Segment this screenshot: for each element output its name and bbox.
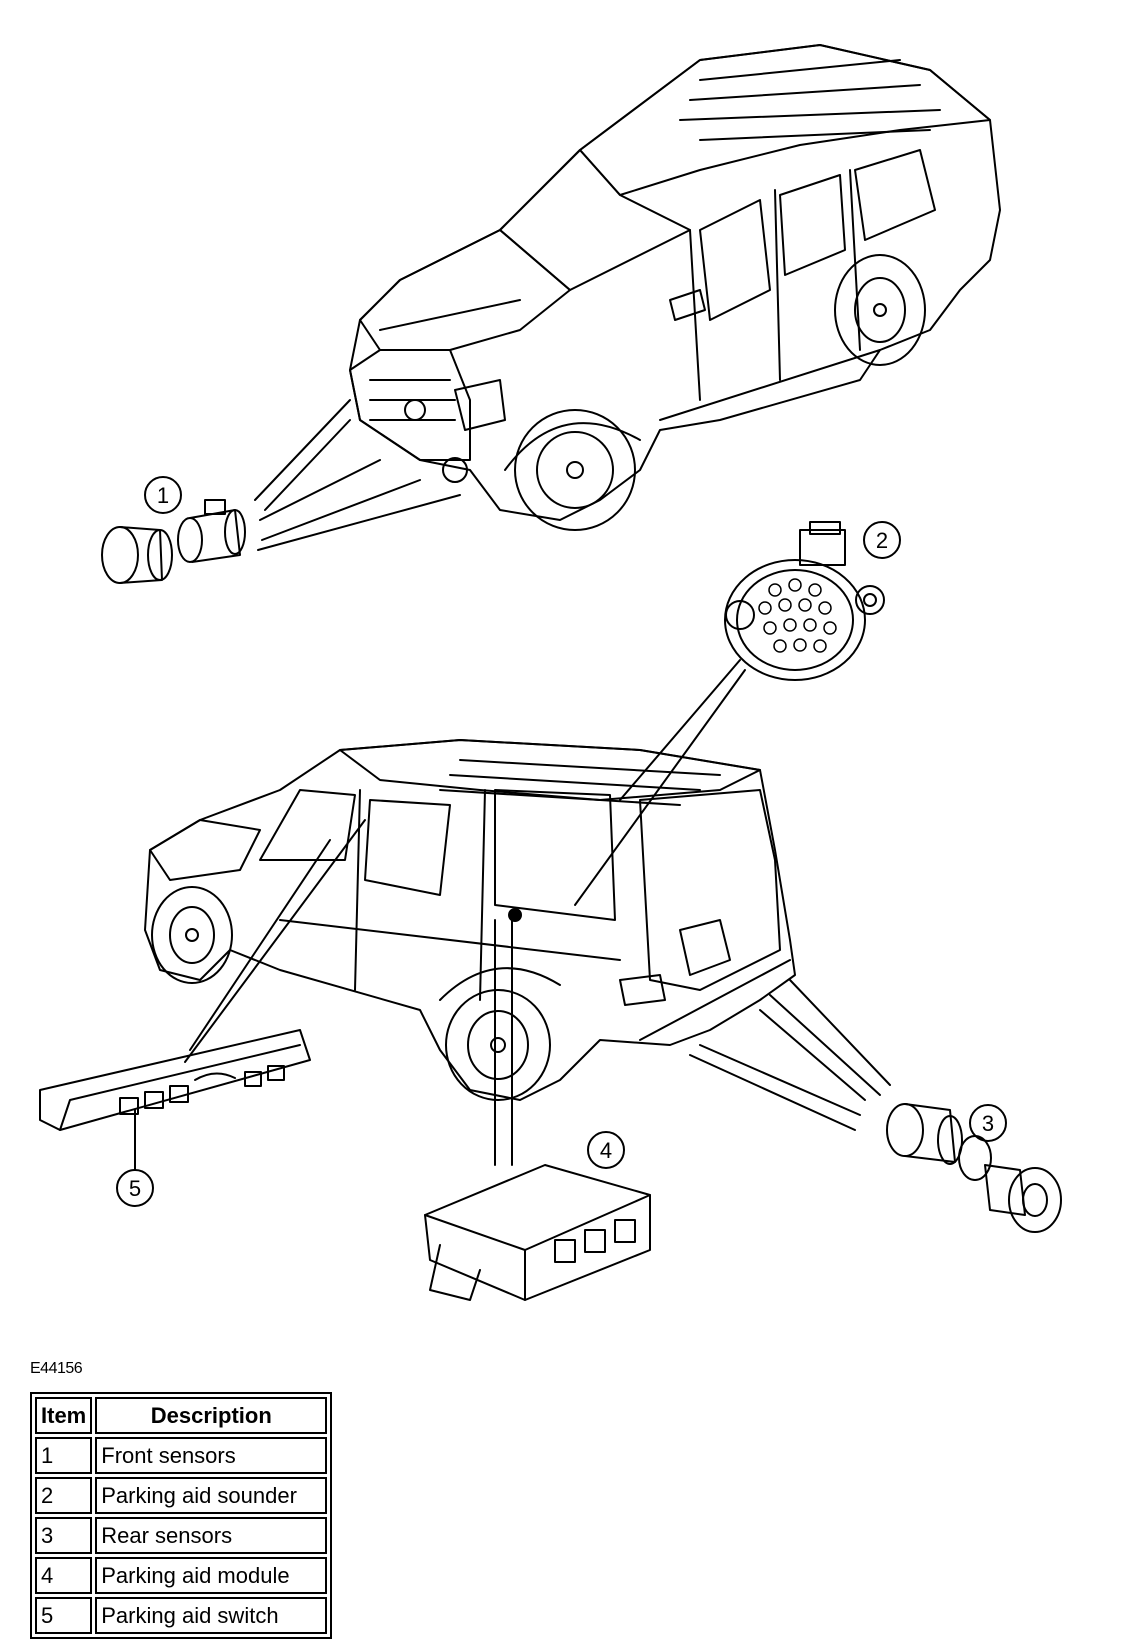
callout-1-label: 1 (157, 483, 169, 508)
legend-header-item: Item (35, 1397, 93, 1434)
parking-aid-module-part (424, 914, 651, 1301)
legend-table: Item Description 1 Front sensors 2 Parki… (30, 1392, 333, 1639)
callout-5-label: 5 (129, 1176, 141, 1201)
front-sensor-leader-lines (254, 399, 461, 551)
rear-vehicle-illustration (144, 739, 796, 1101)
parking-aid-diagram: 1 2 3 4 5 (39, 44, 1062, 1301)
legend-item: 4 (35, 1557, 93, 1594)
front-sensor-parts (101, 499, 246, 584)
rear-sensor-parts (886, 1103, 1062, 1233)
callout-3: 3 (969, 1104, 1007, 1142)
legend-row: 3 Rear sensors (35, 1517, 328, 1554)
figure-id: E44156 (30, 1360, 83, 1377)
legend-header-row: Item Description (35, 1397, 328, 1434)
callout-2: 2 (863, 521, 901, 559)
legend-description: Rear sensors (95, 1517, 328, 1554)
legend-item: 3 (35, 1517, 93, 1554)
legend-description: Parking aid sounder (95, 1477, 328, 1514)
legend-row: 1 Front sensors (35, 1437, 328, 1474)
legend-row: 5 Parking aid switch (35, 1597, 328, 1634)
parking-aid-switch-part (39, 819, 366, 1171)
legend-row: 4 Parking aid module (35, 1557, 328, 1594)
legend-description: Parking aid switch (95, 1597, 328, 1634)
callout-3-label: 3 (982, 1111, 994, 1136)
rear-sensor-leader-lines (689, 979, 891, 1131)
legend-item: 5 (35, 1597, 93, 1634)
legend-description: Parking aid module (95, 1557, 328, 1594)
legend-description: Front sensors (95, 1437, 328, 1474)
legend-item: 1 (35, 1437, 93, 1474)
legend-row: 2 Parking aid sounder (35, 1477, 328, 1514)
parking-aid-sounder-part (574, 521, 885, 906)
callout-1: 1 (144, 476, 182, 514)
front-vehicle-illustration (349, 44, 1001, 531)
legend-header-description: Description (95, 1397, 328, 1434)
callout-4: 4 (587, 1131, 625, 1169)
callout-2-label: 2 (876, 528, 888, 553)
callout-4-label: 4 (600, 1138, 612, 1163)
callout-5: 5 (116, 1169, 154, 1207)
legend-item: 2 (35, 1477, 93, 1514)
